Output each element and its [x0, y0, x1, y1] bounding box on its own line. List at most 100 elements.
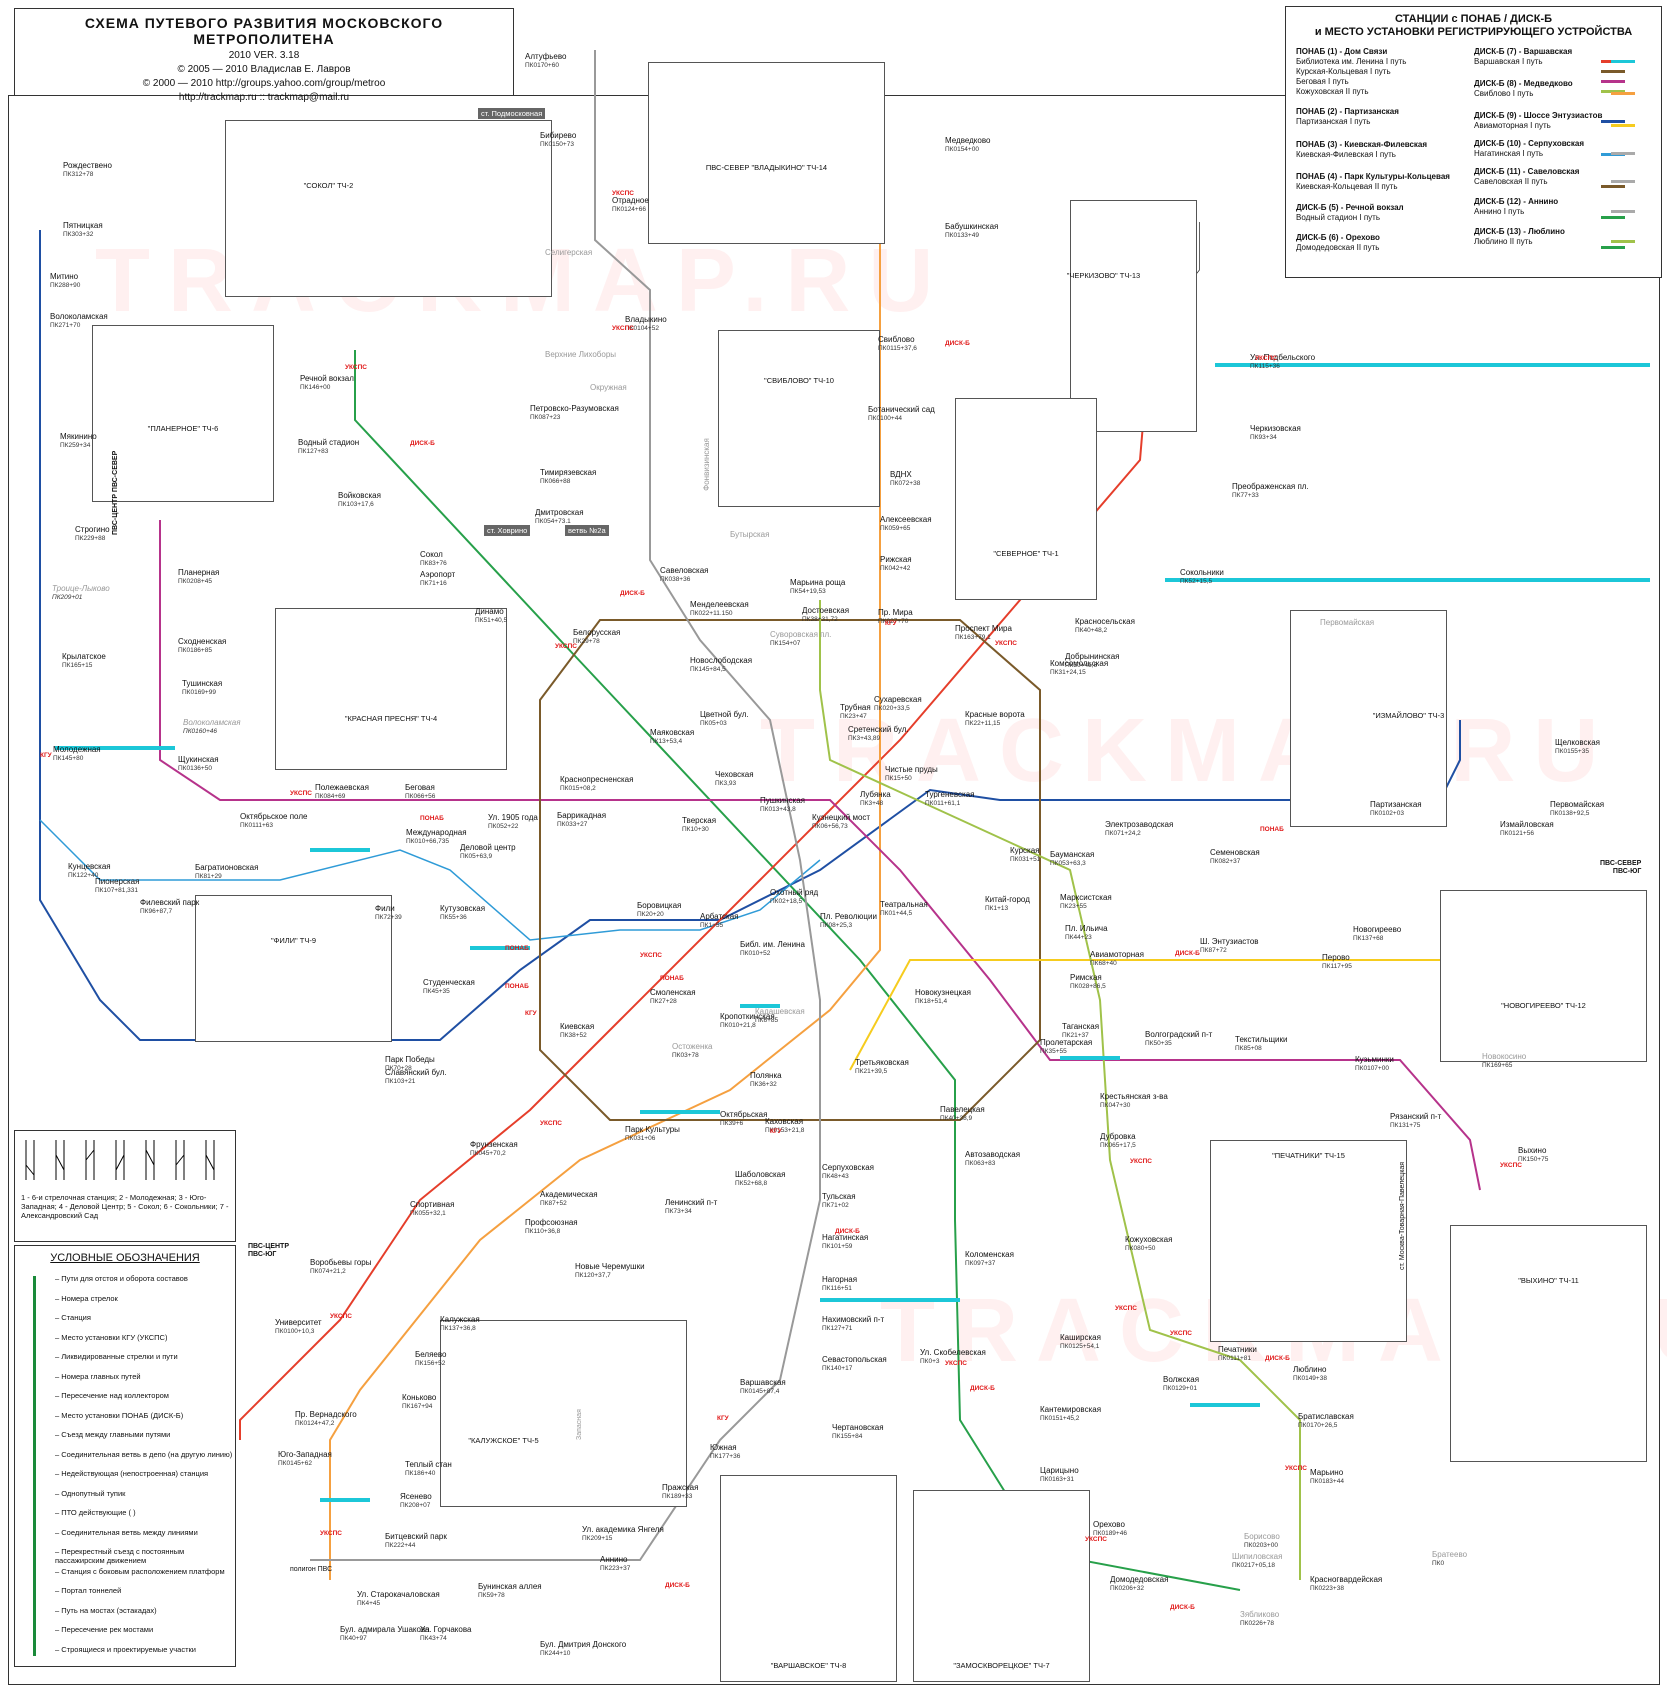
legend-entry-line: Люблино II путь: [1474, 237, 1533, 246]
station-name: Строгино: [75, 525, 110, 534]
station-name: Пл. Ильича: [1065, 924, 1108, 933]
conditions-heading: УСЛОВНЫЕ ОБОЗНАЧЕНИЯ: [50, 1252, 200, 1264]
station-name: Цветной бул.: [700, 710, 749, 719]
station-pk: ПК0226+78: [1240, 1620, 1274, 1627]
station-name: Багратионовская: [195, 863, 259, 872]
condition-item: – Номера стрелок: [55, 1293, 118, 1303]
depot-label: "ЧЕРКИЗОВО" ТЧ-13: [1066, 271, 1141, 280]
station-pk: ПК0149+38: [1293, 1375, 1327, 1382]
ukspc-marker: УКСПС: [1130, 1158, 1152, 1165]
ukspc-marker: УКСПС: [995, 640, 1017, 647]
contact-line: http://trackmap.ru :: trackmap@mail.ru: [178, 92, 350, 103]
depot-varshavskoe: "ВАРШАВСКОЕ" ТЧ-8: [720, 1475, 897, 1682]
station-pk: ПК288+90: [50, 282, 81, 289]
station-pk: ПК0133+49: [945, 232, 979, 239]
condition-item: – Станция с боковым расположением платфо…: [55, 1566, 225, 1576]
station-pk: ПК0154+00: [945, 146, 979, 153]
station-name: Нахимовский п-т: [822, 1315, 885, 1324]
station-name: Арбатская: [700, 912, 739, 921]
condition-item: – Станция: [55, 1313, 91, 1322]
station-pk: ПК031+06: [625, 1135, 656, 1142]
legend-entry-title: ПОНАБ (3) - Киевская-Филевская: [1296, 140, 1428, 149]
legend-color-swatch: [1601, 246, 1625, 249]
station-pk: ПК0145+87,4: [740, 1388, 780, 1395]
station-name: Студенческая: [423, 978, 475, 987]
ponab-marker: ПОНАБ: [420, 815, 444, 822]
ponab-marker: ПОНАБ: [660, 975, 684, 982]
station-pk: ПК072+38: [890, 480, 921, 487]
station-pk: ПК0169+99: [182, 689, 216, 696]
condition-item: – Соединительная ветвь в депо (на другую…: [55, 1449, 233, 1459]
station-pk: ПК87+52: [540, 1200, 567, 1207]
station-pk: ПК169+65: [1482, 1062, 1513, 1069]
line-kalininskaya: [849, 959, 1440, 1071]
station-name: Рязанский п-т: [1390, 1112, 1442, 1121]
station-name: Римская: [1070, 973, 1102, 982]
station-pk: ПК21+39,5: [855, 1068, 888, 1075]
station-name: Выхино: [1518, 1146, 1547, 1155]
station-pk: ПК35+55: [1040, 1048, 1067, 1055]
station-name: Воробьевы горы: [310, 1258, 372, 1267]
ukspc-marker: УКСПС: [290, 790, 312, 797]
station-pk: ПК0115+37,6: [878, 345, 917, 352]
station-pk: ПК05+63,9: [460, 853, 493, 860]
station-name: Марьино: [1310, 1468, 1344, 1477]
station-name: Профсоюзная: [525, 1218, 578, 1227]
ukspc-marker: УКСПС: [1255, 355, 1277, 362]
station-pervomayskaya-old: Первомайская: [1320, 618, 1375, 627]
station-pk: ПК223+37: [600, 1565, 631, 1572]
depot-vykhino: "ВЫХИНО" ТЧ-11: [1450, 1225, 1647, 1462]
station-pk: ПК031+51: [1010, 856, 1041, 863]
station-name: Текстильщики: [1235, 1035, 1288, 1044]
legend-entry-title: ПОНАБ (1) - Дом Связи: [1296, 47, 1388, 56]
station-pk: ПК065+17,5: [1100, 1142, 1136, 1149]
condition-item: – Портал тоннелей: [55, 1586, 122, 1595]
ponab-marker: ПОНАБ: [1260, 826, 1284, 833]
station-name: Зябликово: [1240, 1610, 1280, 1619]
station-name: Полежаевская: [315, 783, 369, 792]
station-pk: ПК131+75: [1390, 1122, 1421, 1129]
station-name: Варшавская: [740, 1378, 786, 1387]
station-pk: ПК52+15,5: [1180, 578, 1213, 585]
legend-entry-line: Партизанская I путь: [1296, 117, 1371, 126]
station-name: Маяковская: [650, 728, 695, 737]
station-pk: ПК054+73.1: [535, 518, 571, 525]
station-pk: ПК72+39: [375, 914, 402, 921]
